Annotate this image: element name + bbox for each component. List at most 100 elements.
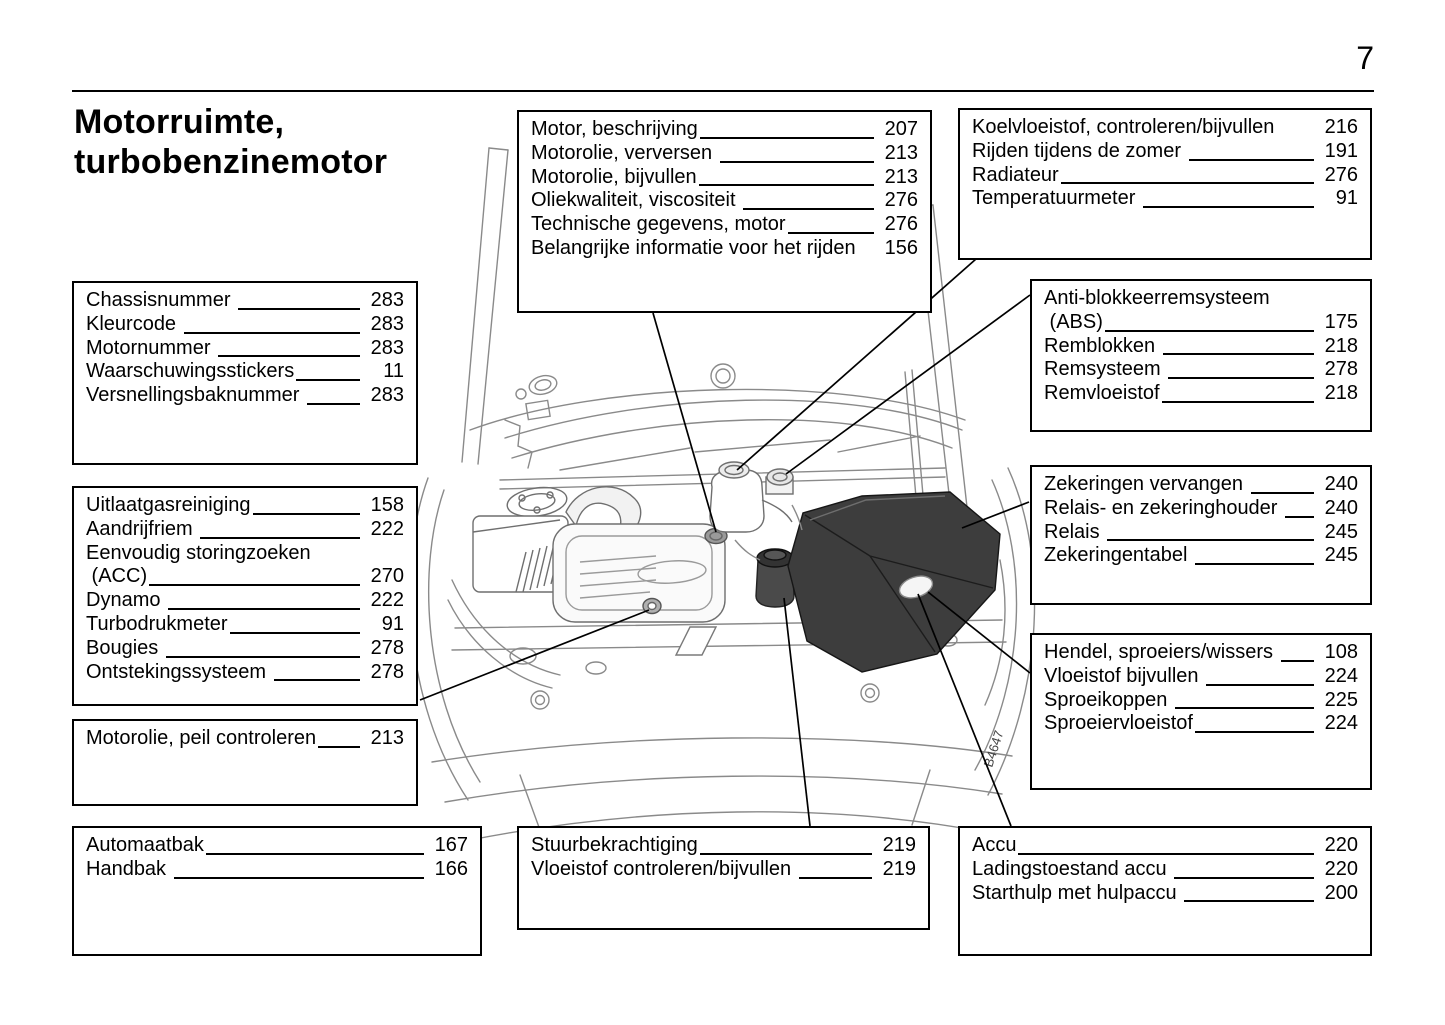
toc-entry: Aandrijfriem 222 — [86, 518, 404, 542]
toc-entry-page: 276 — [884, 213, 918, 236]
toc-entry: (ACC)270 — [86, 565, 404, 589]
toc-entry-label: Kleurcode — [86, 312, 182, 335]
toc-entry-page: 191 — [1324, 139, 1358, 162]
toc-entry-label: Hendel, sproeiers/wissers — [1044, 641, 1279, 663]
toc-entry: Relais 245 — [1044, 521, 1358, 545]
leader-line — [1142, 206, 1314, 209]
toc-entry-label: Accu — [972, 834, 1017, 856]
leader-line — [238, 307, 360, 310]
toc-entry-page: 224 — [1324, 712, 1358, 735]
callout-battery — [917, 593, 1012, 827]
toc-entry-label: Motornummer — [86, 336, 217, 359]
leader-line — [719, 160, 874, 163]
toc-entry: Vloeistof controleren/bijvullen 219 — [531, 858, 916, 882]
toc-entry: Anti-blokkeerremsysteem — [1044, 287, 1358, 311]
toc-entry-page: 225 — [1324, 688, 1358, 711]
leader-line — [1174, 707, 1314, 710]
callout-coolant — [736, 258, 977, 471]
toc-entry: Vloeistof bijvullen 224 — [1044, 665, 1358, 689]
leader-line — [173, 876, 424, 879]
leader-line — [1206, 683, 1314, 686]
toc-entry-label: Aandrijfriem — [86, 517, 199, 540]
leader-line — [1018, 852, 1314, 855]
leader-line — [1168, 377, 1314, 380]
toc-entry-label: Zekeringen vervangen — [1044, 473, 1249, 495]
toc-entry-label: Bougies — [86, 636, 164, 659]
toc-entry-label: Turbodrukmeter — [86, 612, 228, 635]
toc-entry-label: Starthulp met hulpaccu — [972, 881, 1183, 904]
toc-entry: Handbak 166 — [86, 858, 468, 882]
leader-line — [229, 631, 360, 634]
toc-entry-page: 108 — [1324, 641, 1358, 663]
toc-entry-label: Remblokken — [1044, 334, 1161, 357]
toc-entry: Versnellingsbaknummer 283 — [86, 384, 404, 408]
page-title-line2: turbobenzinemotor — [74, 143, 388, 181]
toc-entry-label: Ontstekingssysteem — [86, 660, 272, 683]
leader-line — [318, 745, 360, 748]
toc-entry-label: Vloeistof bijvullen — [1044, 664, 1205, 687]
toc-entry-page: 200 — [1324, 881, 1358, 904]
leader-line — [798, 876, 872, 879]
toc-entry-page: 91 — [1335, 187, 1358, 210]
toc-entry-page: 158 — [370, 494, 404, 516]
toc-entry: Bougies 278 — [86, 637, 404, 661]
toc-entry-page: 278 — [370, 660, 404, 683]
leader-line — [699, 136, 874, 139]
page-title-line1: Motorruimte, — [74, 103, 285, 141]
leader-line — [1188, 158, 1314, 161]
toc-entry-page: 91 — [381, 612, 404, 635]
toc-entry-label: Rijden tijdens de zomer — [972, 139, 1187, 162]
toc-entry-label: Anti-blokkeerremsysteem — [1044, 287, 1270, 309]
callout-power-steering — [783, 597, 811, 827]
toc-entry-page: 240 — [1324, 496, 1358, 519]
toc-entry: Uitlaatgasreiniging 158 — [86, 494, 404, 518]
toc-entry-page: 245 — [1324, 520, 1358, 543]
leader-line — [1104, 329, 1314, 332]
header-rule — [72, 90, 1374, 92]
toc-entry-page: 216 — [1324, 116, 1358, 138]
leader-line — [252, 512, 360, 515]
engine-components — [472, 461, 1001, 673]
toc-entry: Motornummer 283 — [86, 337, 404, 361]
toc-entry-page: 276 — [1324, 163, 1358, 186]
toc-entry: Technische gegevens, motor 276 — [531, 213, 918, 237]
toc-entry-page: 283 — [370, 289, 404, 311]
leader-line — [168, 607, 360, 610]
callout-fuse-box — [961, 501, 1030, 529]
toc-entry-page: 283 — [370, 336, 404, 359]
toc-entry: Temperatuurmeter 91 — [972, 187, 1358, 211]
leader-line — [296, 379, 360, 382]
toc-entry-label: Remsysteem — [1044, 358, 1167, 381]
leader-line — [1194, 731, 1314, 734]
toc-entry: Motorolie, verversen 213 — [531, 142, 918, 166]
toc-entry-page: 213 — [370, 727, 404, 749]
toc-entry: Rijden tijdens de zomer 191 — [972, 140, 1358, 164]
toc-entry-page: 283 — [370, 312, 404, 335]
toc-entry-label: Oliekwaliteit, viscositeit — [531, 189, 742, 212]
toc-entry: Turbodrukmeter 91 — [86, 613, 404, 637]
coolant-reservoir — [709, 461, 793, 533]
leader-line — [699, 852, 872, 855]
leader-line — [205, 852, 424, 855]
toc-entry: Chassisnummer 283 — [86, 289, 404, 313]
callout-oil-cap — [652, 312, 717, 533]
toc-entry-page: 276 — [884, 189, 918, 212]
toc-entry-label: Technische gegevens, motor — [531, 213, 786, 236]
callout-brake-fluid — [785, 294, 1031, 475]
toc-entry-label: Uitlaatgasreiniging — [86, 494, 251, 516]
leader-line — [1285, 515, 1314, 518]
leader-line — [183, 331, 360, 334]
toc-entry-page: 207 — [884, 118, 918, 140]
